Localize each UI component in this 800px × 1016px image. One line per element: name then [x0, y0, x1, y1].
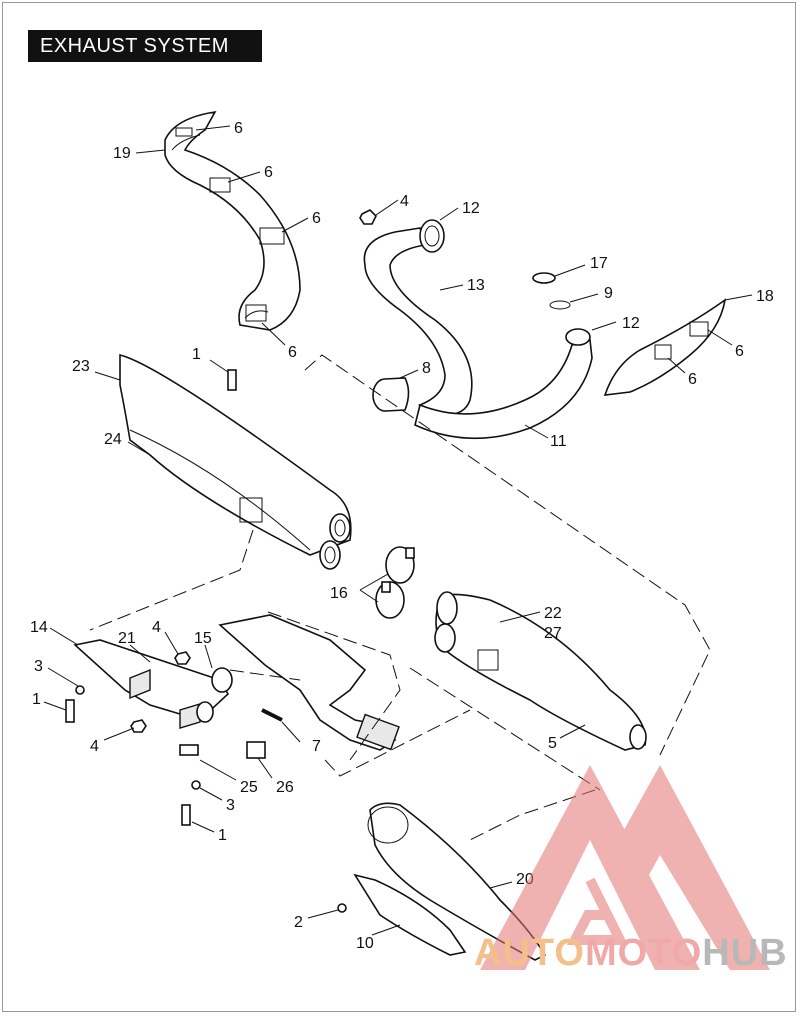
- muffler-shields[interactable]: [119, 353, 352, 570]
- fasteners[interactable]: [65, 651, 266, 826]
- screw-2[interactable]: [337, 903, 347, 913]
- clamp-8[interactable]: [372, 377, 410, 412]
- gasket-17[interactable]: [532, 272, 556, 284]
- callout-19: 19: [113, 145, 131, 162]
- callout-4: 4: [90, 738, 99, 755]
- page-title: EXHAUST SYSTEM: [28, 30, 262, 62]
- rear-head-pipe[interactable]: [164, 110, 301, 331]
- callout-14: 14: [30, 619, 48, 636]
- callout-15: 15: [194, 630, 212, 647]
- support-bracket[interactable]: [218, 614, 400, 751]
- callout-2: 2: [294, 914, 303, 931]
- callout-7: 7: [312, 738, 321, 755]
- callout-17: 17: [590, 255, 608, 272]
- callout-6: 6: [312, 210, 321, 227]
- callout-1: 1: [32, 691, 41, 708]
- callout-13: 13: [467, 277, 485, 294]
- callout-18: 18: [756, 288, 774, 305]
- callout-26: 26: [276, 779, 294, 796]
- front-head-pipe[interactable]: [363, 227, 593, 440]
- callout-labels: 6 19 6 6 6 4 12 13 17 9 18 12 6 6 1 23 8…: [30, 120, 774, 952]
- exhaust-flange-upper[interactable]: [419, 219, 445, 253]
- callout-16: 16: [330, 585, 348, 602]
- callout-10: 10: [356, 935, 374, 952]
- callout-3: 3: [34, 658, 43, 675]
- callout-9: 9: [604, 285, 613, 302]
- isolator-15[interactable]: [196, 667, 233, 723]
- screw-upper[interactable]: [227, 369, 237, 391]
- callout-5: 5: [548, 735, 557, 752]
- callout-6: 6: [735, 343, 744, 360]
- callout-22: 22: [544, 605, 562, 622]
- automotohub-logo-text: AUTOMOTOHUB: [474, 932, 788, 974]
- callout-4: 4: [152, 619, 161, 636]
- callout-4: 4: [400, 193, 409, 210]
- callout-25: 25: [240, 779, 258, 796]
- rod-7[interactable]: [261, 708, 283, 722]
- callout-27: 27: [544, 625, 562, 642]
- callout-6: 6: [688, 371, 697, 388]
- callout-6: 6: [288, 344, 297, 361]
- callout-1: 1: [192, 346, 201, 363]
- callout-1: 1: [218, 827, 227, 844]
- callout-3: 3: [226, 797, 235, 814]
- muffler-assembly[interactable]: [434, 591, 647, 751]
- automotohub-logo: [480, 765, 770, 970]
- mounting-bracket[interactable]: [73, 639, 230, 729]
- callout-23: 23: [72, 358, 90, 375]
- callout-12: 12: [622, 315, 640, 332]
- heat-shield-clamp-marks: [175, 127, 285, 322]
- front-heat-shield[interactable]: [603, 298, 727, 396]
- callout-6: 6: [234, 120, 243, 137]
- assembly-lines: [89, 354, 711, 841]
- callout-24: 24: [104, 431, 122, 448]
- callout-12: 12: [462, 200, 480, 217]
- callout-6: 6: [264, 164, 273, 181]
- callout-11: 11: [550, 433, 567, 450]
- callout-21: 21: [118, 630, 136, 647]
- callout-8: 8: [422, 360, 431, 377]
- leader-lines: [43, 125, 753, 936]
- clamps-16[interactable]: [375, 546, 415, 619]
- nut-upper[interactable]: [359, 209, 377, 225]
- retaining-ring-9[interactable]: [549, 300, 571, 310]
- exhaust-flange-lower[interactable]: [565, 328, 591, 346]
